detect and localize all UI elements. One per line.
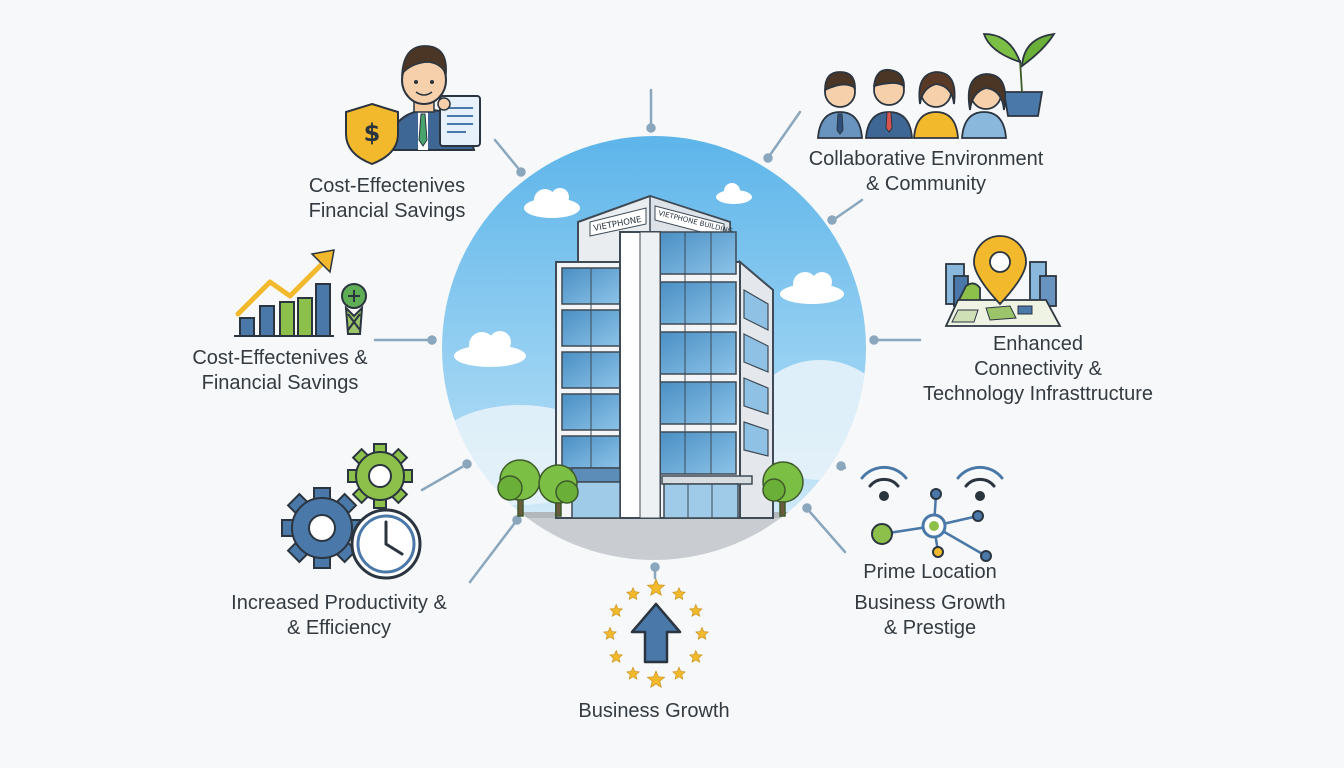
benefit-label-cost-savings-top: Cost-Effectenives Financial Savings — [308, 175, 466, 222]
connector-left-lower — [420, 459, 472, 492]
connector-bottom — [650, 562, 660, 580]
connector-top — [646, 88, 656, 133]
connector-right-upper — [827, 198, 864, 225]
cloud-icon — [454, 183, 844, 367]
central-building-scene: VIETPHONE VIETPHONE BUILDING — [442, 136, 866, 560]
connector-lines — [373, 88, 922, 584]
star-icon — [672, 586, 686, 600]
star-icon — [626, 666, 640, 680]
star-icon — [695, 626, 709, 640]
star-icon — [646, 578, 666, 596]
star-icon — [626, 586, 640, 600]
star-icon — [688, 603, 703, 617]
benefit-label-connectivity: Enhanced Connectivity & Technology Infra… — [922, 333, 1154, 405]
benefit-label-cost-savings-growth: Cost-Effectenives & Financial Savings — [192, 347, 368, 394]
star-icon — [609, 603, 624, 617]
money-shield-icon: $ — [345, 45, 481, 166]
svg-text:$: $ — [364, 119, 381, 147]
network-wifi-icon — [860, 465, 1004, 562]
star-icon — [688, 649, 703, 663]
benefit-label-productivity: Increased Productivity & & Efficiency — [231, 592, 447, 639]
star-icon — [609, 649, 624, 663]
plant-icon — [982, 32, 1056, 117]
benefit-label-collaboration: Collaborative Environment & Community — [808, 148, 1044, 195]
connector-right-lower — [836, 461, 847, 471]
connector-left — [373, 335, 437, 345]
connector-top-left — [493, 138, 526, 177]
connector-bottom-right — [802, 503, 847, 554]
star-icon — [646, 670, 666, 688]
star-icon — [672, 666, 686, 680]
arrow-stars-icon — [603, 578, 709, 688]
benefit-label-prime-location: Prime Location Business Growth & Prestig… — [854, 561, 1006, 639]
connector-right — [869, 335, 922, 345]
benefit-label-business-growth: Business Growth — [578, 700, 730, 722]
team-icon — [817, 32, 1056, 139]
gears-clock-icon — [281, 443, 422, 580]
connector-top-right — [763, 110, 802, 163]
tree-icon — [497, 459, 804, 517]
growth-chart-icon — [234, 249, 367, 337]
location-pin-map-icon — [944, 235, 1062, 327]
star-icon — [603, 626, 617, 640]
connector-bottom-left — [468, 515, 522, 584]
office-building-icon: VIETPHONE VIETPHONE BUILDING — [555, 194, 774, 519]
